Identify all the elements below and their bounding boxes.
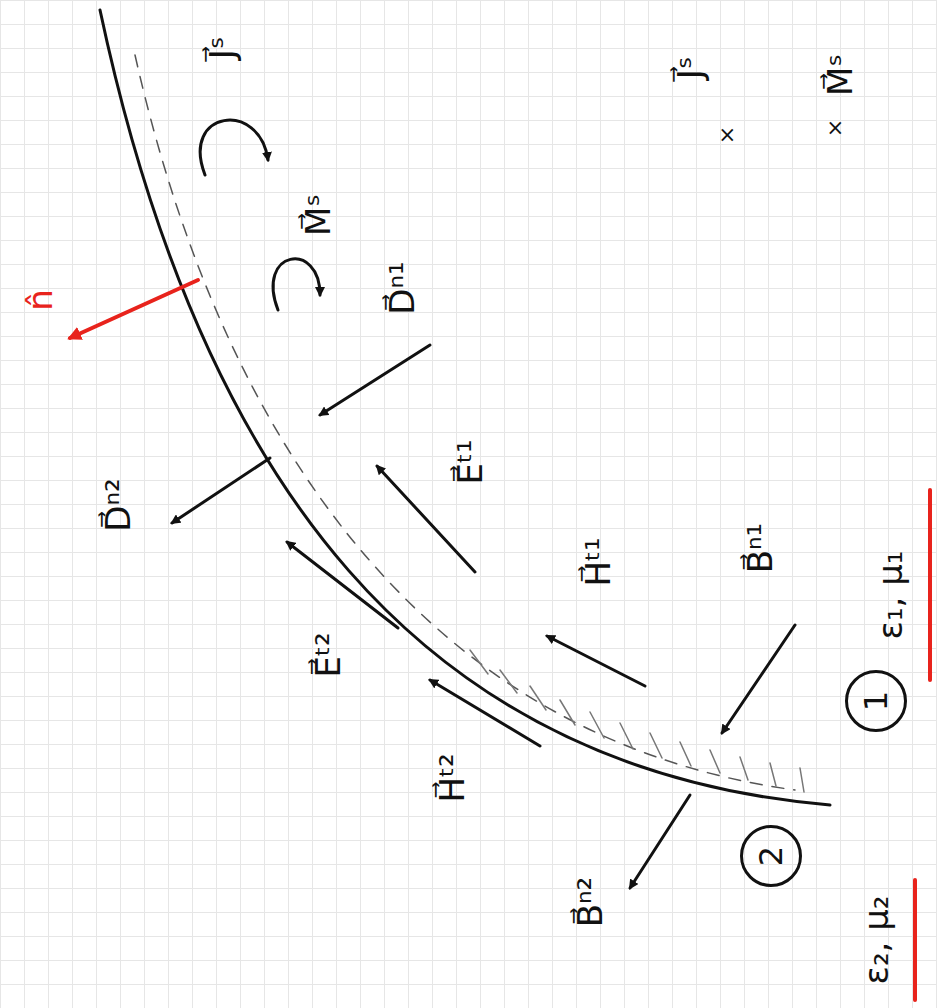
field-arrow: [630, 795, 690, 888]
surface-current-loop: [200, 120, 268, 175]
current-label: J⃗ˢ: [673, 57, 707, 80]
field-arrow: [320, 345, 430, 415]
field-label: H⃗ᵗ¹: [581, 537, 615, 586]
current-label: M⃗ˢ: [823, 54, 857, 96]
medium-label: ε₂, μ₂: [859, 896, 893, 985]
cross-mark: ×: [716, 126, 738, 144]
field-label: E⃗ᵗ²: [311, 632, 345, 677]
cross-mark: ×: [824, 119, 846, 137]
field-arrow: [722, 625, 795, 733]
region-number: 2: [755, 846, 787, 866]
dashed-layer: [135, 55, 795, 790]
field-arrow: [547, 636, 645, 686]
field-label: B⃗ⁿ¹: [743, 523, 777, 574]
surface-current-loop: [273, 259, 320, 310]
field-label: B⃗ⁿ²: [573, 877, 607, 928]
current-label: M⃗ˢ: [301, 194, 335, 236]
field-arrow: [172, 458, 270, 523]
field-label: H⃗ᵗ²: [435, 753, 469, 802]
medium-label: ε₁, μ₁: [873, 551, 907, 640]
field-arrow: [430, 680, 540, 746]
field-label: E⃗ᵗ¹: [453, 439, 487, 484]
current-label: J⃗ˢ: [205, 37, 239, 60]
normal-label: n̂: [23, 289, 57, 311]
region-circle: 2: [740, 825, 802, 887]
underline-mark: [928, 490, 932, 680]
field-label: D⃗ⁿ¹: [385, 261, 419, 314]
normal-vector: [70, 280, 198, 338]
hatching: [470, 650, 804, 792]
underline-mark: [913, 880, 917, 1000]
interface-curve: [100, 10, 830, 805]
region-circle: 1: [845, 670, 907, 732]
field-arrow: [287, 542, 398, 628]
field-label: D⃗ⁿ²: [101, 478, 135, 531]
region-number: 1: [860, 691, 892, 711]
